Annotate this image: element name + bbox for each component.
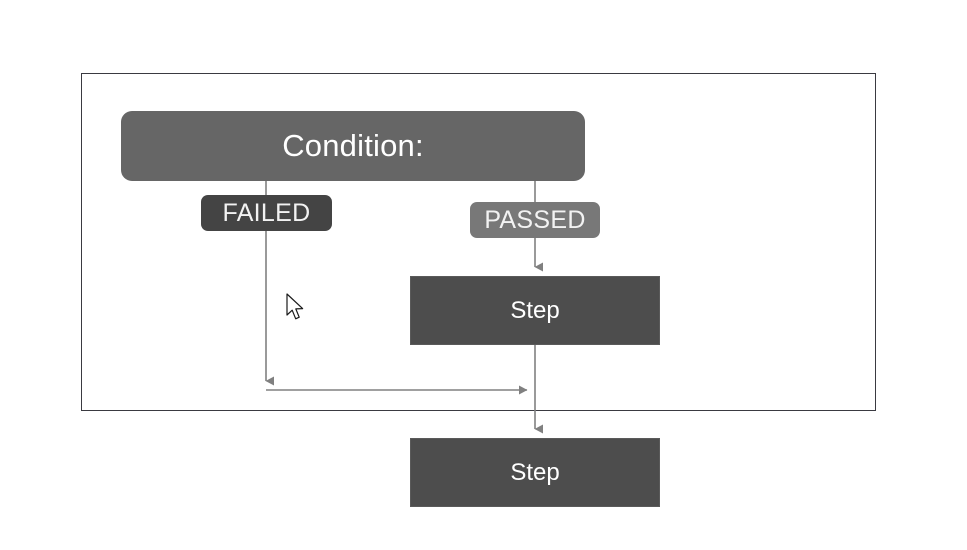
edge-label-failed-text: FAILED [222,198,311,227]
node-step-1-label: Step [510,296,560,324]
node-condition-label: Condition: [282,128,424,163]
node-step-2-label: Step [510,458,560,486]
edge-label-passed[interactable]: PASSED [470,202,600,238]
node-step-2[interactable]: Step [410,438,660,507]
node-condition[interactable]: Condition: [121,111,585,181]
edge-label-failed[interactable]: FAILED [201,195,332,231]
mouse-pointer-icon [286,293,304,320]
edge-label-passed-text: PASSED [484,205,586,234]
node-step-1[interactable]: Step [410,276,660,345]
condition-group-container[interactable] [81,73,876,411]
